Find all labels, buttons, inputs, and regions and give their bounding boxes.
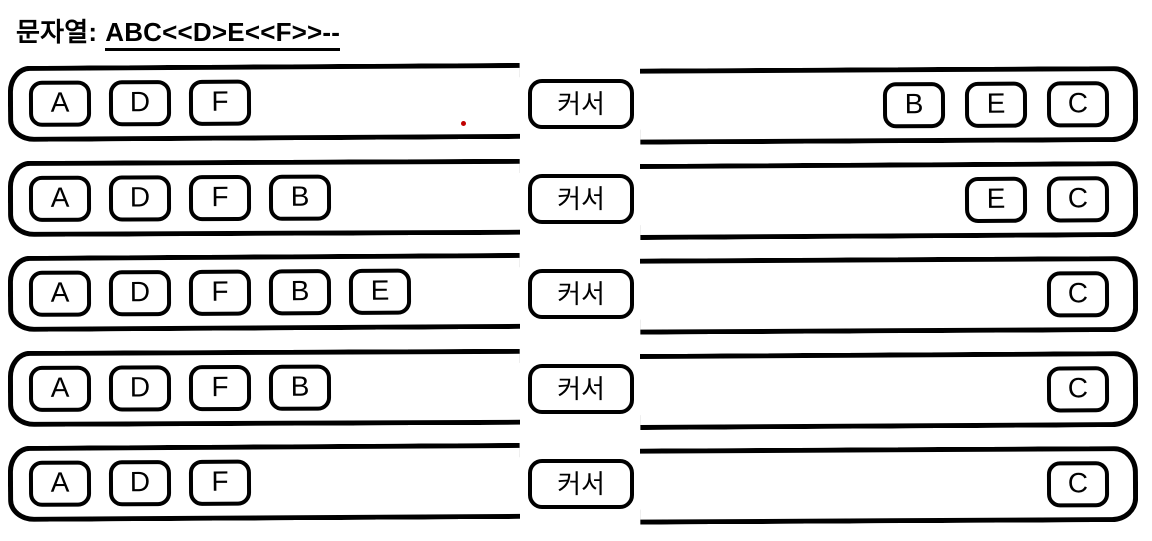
char-box: B — [882, 82, 946, 129]
char-box: D — [108, 270, 172, 317]
char-box: B — [268, 174, 332, 221]
char-box: E — [964, 176, 1028, 224]
cursor-box: 커서 — [528, 364, 634, 414]
right-buffer: C — [639, 256, 1139, 335]
cursor-box: 커서 — [528, 269, 634, 319]
char-box: A — [28, 270, 92, 317]
char-box: D — [108, 365, 172, 412]
char-box: E — [964, 81, 1028, 128]
right-buffer: C — [639, 446, 1139, 525]
char-box: C — [1046, 271, 1110, 318]
char-box: C — [1046, 176, 1110, 223]
char-box: F — [188, 79, 252, 126]
char-box: D — [108, 460, 172, 507]
char-box: F — [188, 269, 252, 316]
char-box: A — [28, 365, 92, 412]
right-buffer: C — [639, 351, 1139, 431]
char-box: C — [1046, 366, 1110, 413]
char-box: C — [1046, 461, 1110, 508]
char-box: D — [108, 175, 172, 222]
char-box: F — [188, 459, 252, 506]
char-box: B — [268, 364, 332, 411]
pointer-dot — [461, 121, 466, 126]
title-label: 문자열: — [16, 17, 98, 47]
char-box: D — [108, 80, 172, 127]
char-box: F — [188, 364, 252, 412]
char-box: A — [28, 175, 92, 222]
char-box: C — [1046, 81, 1110, 128]
char-box: B — [268, 269, 332, 316]
cursor-box: 커서 — [528, 79, 634, 129]
title-string-value: ABC<<D>E<<F>>-- — [105, 17, 341, 51]
char-box: A — [28, 80, 92, 127]
cursor-box: 커서 — [528, 459, 634, 509]
char-box: E — [348, 268, 412, 315]
cursor-box: 커서 — [528, 174, 634, 224]
page-title: 문자열:ABC<<D>E<<F>>-- — [16, 12, 341, 51]
char-box: F — [188, 174, 252, 222]
char-box: A — [28, 460, 92, 507]
